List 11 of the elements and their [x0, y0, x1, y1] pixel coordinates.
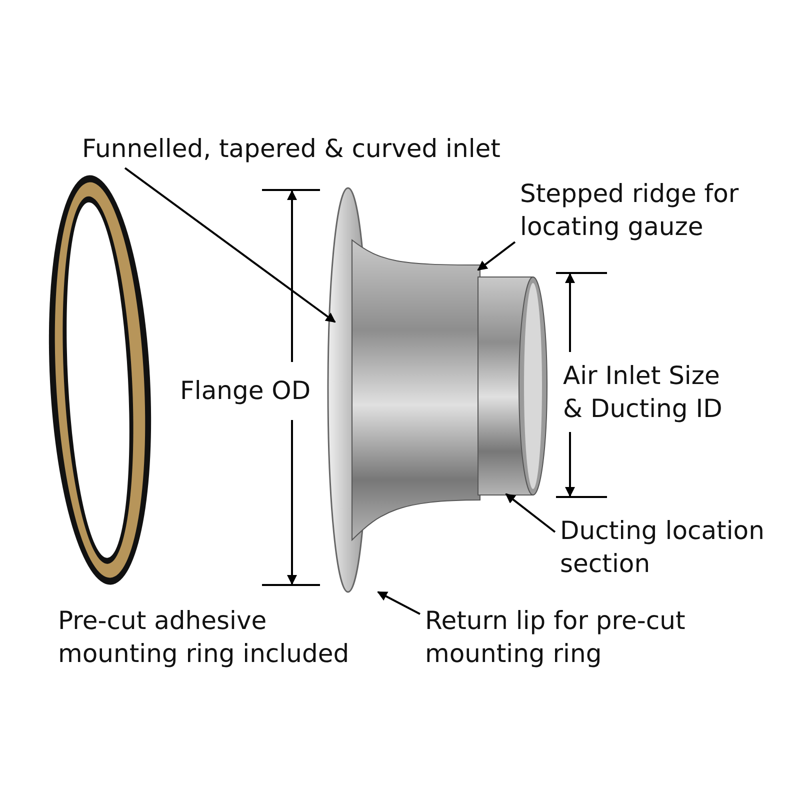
callout-text: Ducting location section — [560, 514, 790, 580]
leader-line — [124, 167, 336, 323]
caption-text: Pre-cut adhesive mounting ring included — [58, 605, 350, 670]
dimension-label: Flange OD — [180, 375, 312, 407]
leader-line — [505, 493, 556, 533]
leader-line — [377, 591, 420, 615]
dimension-label: Air Inlet Size & Ducting ID — [563, 360, 724, 425]
callout-text: Funnelled, tapered & curved inlet — [82, 132, 500, 165]
callout-text: Stepped ridge for locating gauze — [520, 177, 790, 243]
callout-text: Return lip for pre-cut mounting ring — [425, 604, 745, 670]
leader-line — [477, 241, 516, 271]
